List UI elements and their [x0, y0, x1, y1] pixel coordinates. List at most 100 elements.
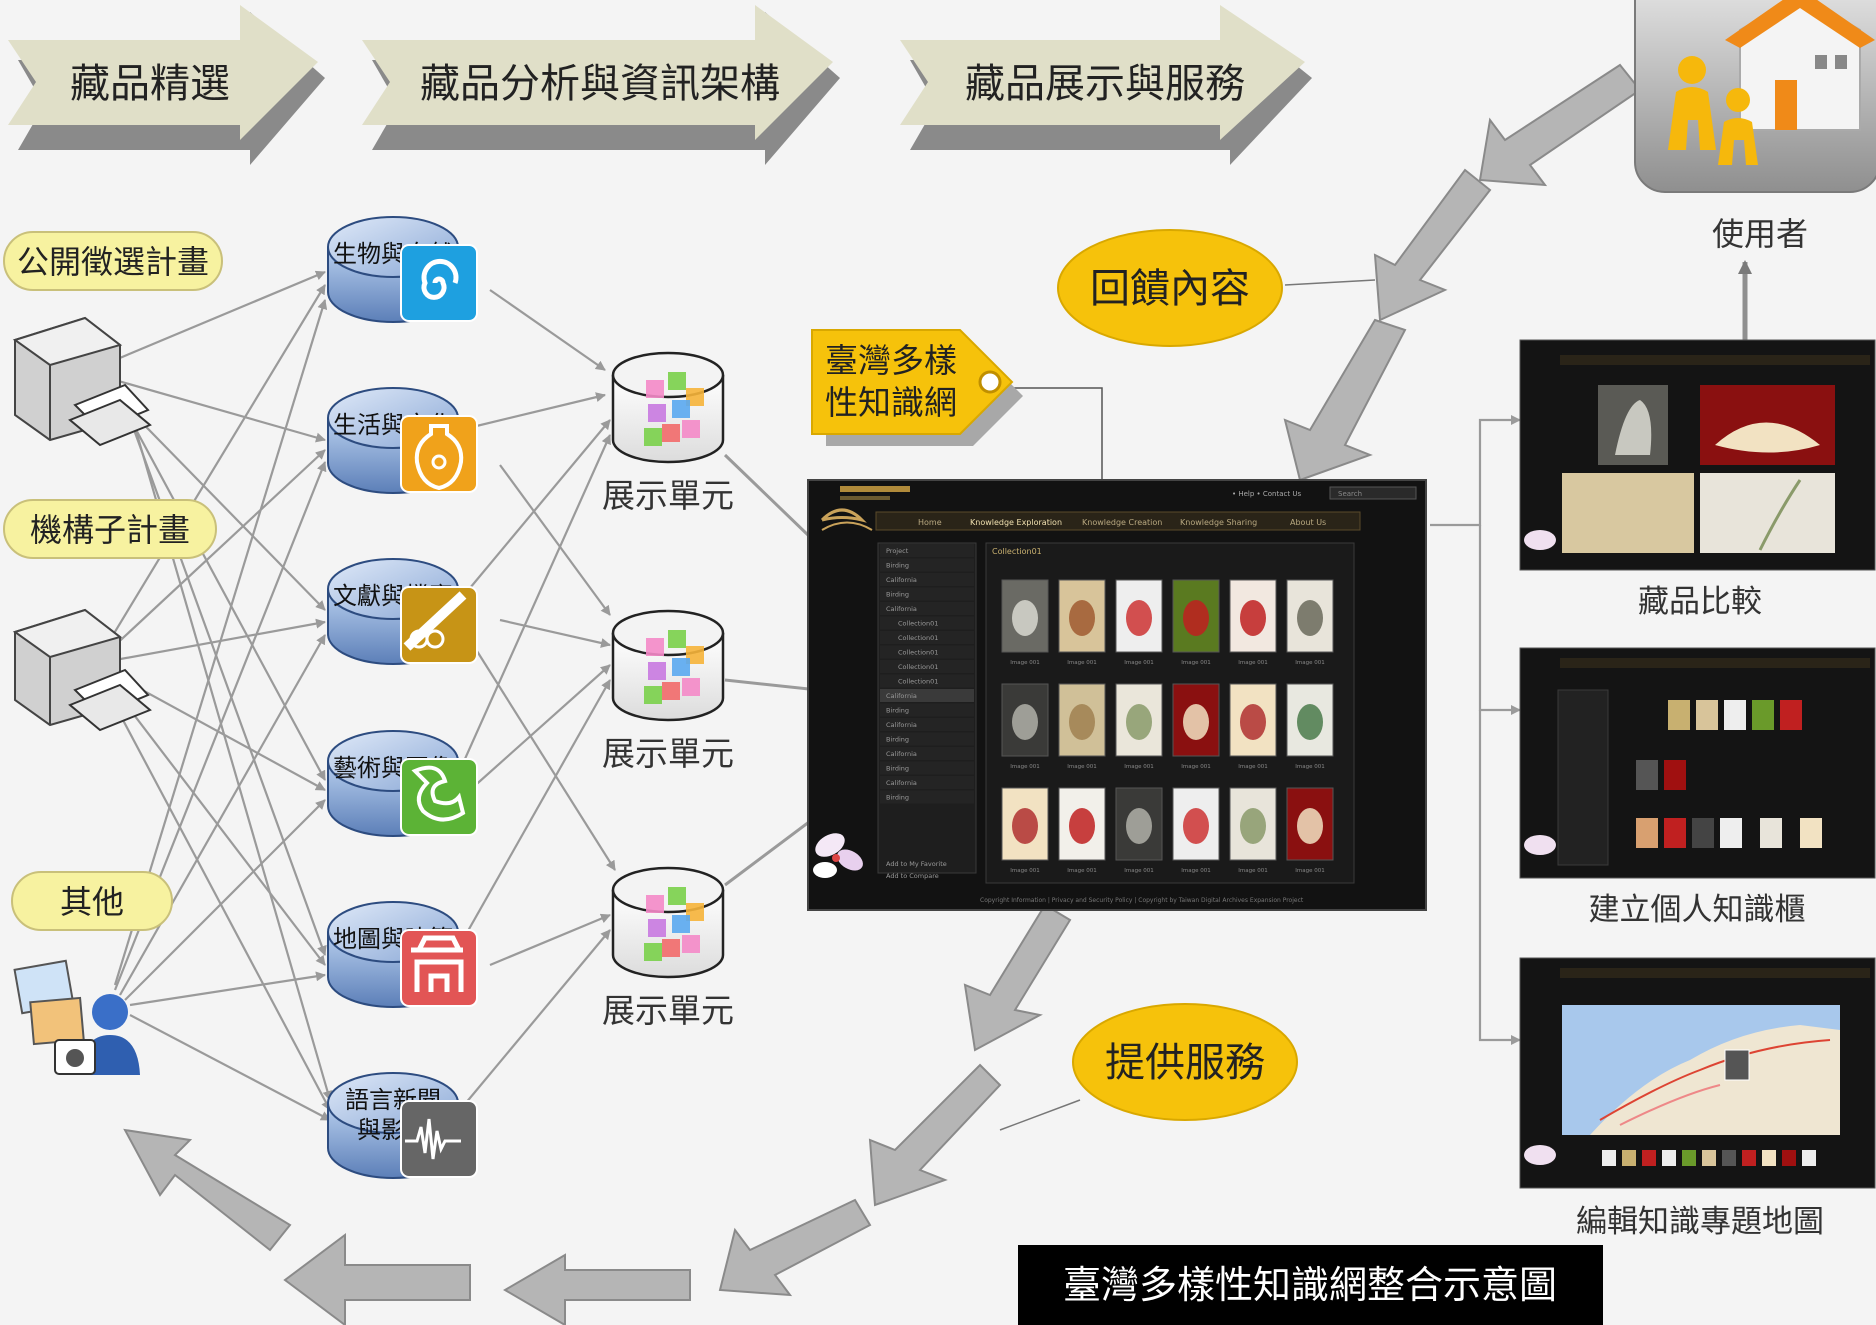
thumbnail-caption: Image 001 — [1010, 660, 1039, 666]
sidebar-item[interactable]: Birding — [886, 794, 909, 802]
dragon-icon — [400, 758, 478, 836]
service-label: 提供服務 — [1105, 1040, 1265, 1086]
thumbnail[interactable]: Image 001 — [1115, 579, 1163, 666]
output-label: 建立個人知識櫃 — [1589, 892, 1806, 928]
sidebar-item[interactable]: Collection01 — [898, 678, 938, 686]
thumbnail-caption: Image 001 — [1238, 660, 1267, 666]
sidebar-item[interactable]: California — [886, 721, 917, 729]
display-unit-2: 展示單元 — [602, 609, 734, 773]
blocks-icon — [644, 372, 704, 446]
sidebar-item[interactable]: Collection01 — [898, 634, 938, 642]
sidebar-item[interactable]: Birding — [886, 765, 909, 773]
sidebar-item[interactable]: California — [886, 576, 917, 584]
service-arrows — [123, 903, 1072, 1325]
phase-label: 藏品分析與資訊架構 — [420, 61, 780, 107]
nav-item[interactable]: Knowledge Exploration — [970, 518, 1062, 527]
thumbnail[interactable]: Image 001 — [1115, 787, 1163, 874]
thumbnail[interactable]: Image 001 — [1058, 787, 1106, 874]
thumbnail[interactable]: Image 001 — [1001, 579, 1049, 666]
source-other: 其他 — [11, 871, 173, 1075]
thumbnail[interactable]: Image 001 — [1229, 787, 1277, 874]
thumbnail[interactable]: Image 001 — [1286, 787, 1334, 874]
thumbnail-caption: Image 001 — [1067, 764, 1096, 770]
nav-item[interactable]: Home — [918, 518, 942, 527]
house-icon — [1725, 0, 1875, 131]
thumbnail-caption: Image 001 — [1010, 868, 1039, 874]
sidebar-action[interactable]: Add to My Favorite — [886, 860, 947, 868]
sidebar-item[interactable]: California — [886, 605, 917, 613]
source-public: 公開徵選計畫 — [3, 231, 223, 447]
feedback-label: 回饋內容 — [1090, 266, 1250, 312]
thumbnail[interactable]: Image 001 — [1058, 683, 1106, 770]
server-icon — [12, 316, 152, 447]
sidebar-item[interactable]: Project — [886, 547, 909, 555]
thumbnail[interactable]: Image 001 — [1229, 579, 1277, 666]
thumbnail-caption: Image 001 — [1295, 868, 1324, 874]
thumbnail[interactable]: Image 001 — [1001, 683, 1049, 770]
blocks-icon — [644, 887, 704, 961]
thumbnail[interactable]: Image 001 — [1172, 683, 1220, 770]
category-1: 生物與自然 — [327, 216, 478, 323]
sidebar-item[interactable]: California — [886, 779, 917, 787]
thumbnail-caption: Image 001 — [1181, 660, 1210, 666]
sidebar-item[interactable]: Collection01 — [898, 620, 938, 628]
server-icon — [12, 608, 152, 732]
thumbnail[interactable]: Image 001 — [1001, 787, 1049, 874]
sidebar-item[interactable]: Collection01 — [898, 649, 938, 657]
thumbnail-caption: Image 001 — [1181, 764, 1210, 770]
thumbnail-caption: Image 001 — [1295, 660, 1324, 666]
phase-arrow-3: 藏品展示與服務 — [900, 5, 1312, 165]
sidebar-item[interactable]: Birding — [886, 591, 909, 599]
thumbnail-caption: Image 001 — [1238, 764, 1267, 770]
thumbnail[interactable]: Image 001 — [1286, 683, 1334, 770]
unit-label: 展示單元 — [602, 991, 734, 1030]
nav-item[interactable]: Knowledge Creation — [1082, 518, 1162, 527]
waveform-icon — [400, 1100, 478, 1178]
phase-arrow-1: 藏品精選 — [8, 5, 325, 165]
thumbnail[interactable]: Image 001 — [1172, 787, 1220, 874]
user-node — [1634, 0, 1876, 193]
user-label: 使用者 — [1712, 215, 1808, 253]
category-3: 文獻與檔案 — [327, 558, 478, 665]
sidebar-item[interactable]: Birding — [886, 707, 909, 715]
sidebar-item[interactable]: Collection01 — [898, 663, 938, 671]
thumbnail[interactable]: Image 001 — [1115, 683, 1163, 770]
phase-arrow-2: 藏品分析與資訊架構 — [362, 5, 840, 165]
output-personal-cabinet — [1519, 647, 1876, 879]
sidebar-item[interactable]: California — [886, 692, 917, 700]
thumbnail[interactable]: Image 001 — [1286, 579, 1334, 666]
spiral-icon — [400, 244, 478, 322]
output-thematic-map — [1519, 957, 1876, 1189]
tag-line-1: 臺灣多樣 — [825, 341, 957, 380]
sidebar-item[interactable]: Birding — [886, 562, 909, 570]
category-2: 生活與文化 — [327, 387, 478, 494]
collection-title: Collection01 — [992, 547, 1042, 556]
category-4: 藝術與圖像 — [327, 730, 478, 837]
orchid-decoration — [813, 833, 863, 878]
feedback-bubble: 回饋內容 — [1057, 229, 1283, 347]
thumbnail[interactable]: Image 001 — [1058, 579, 1106, 666]
nav-item[interactable]: Knowledge Sharing — [1180, 518, 1257, 527]
thumbnail-caption: Image 001 — [1295, 764, 1324, 770]
thumbnail-caption: Image 001 — [1124, 868, 1153, 874]
photo-user-icon — [13, 959, 140, 1075]
vase-icon — [400, 415, 478, 493]
source-institution: 機構子計畫 — [3, 499, 217, 732]
nav-item[interactable]: About Us — [1290, 518, 1326, 527]
thumbnail[interactable]: Image 001 — [1172, 579, 1220, 666]
sidebar-item[interactable]: Birding — [886, 736, 909, 744]
output-compare — [1519, 339, 1876, 571]
thumbnail-caption: Image 001 — [1124, 764, 1153, 770]
sidebar-item[interactable]: California — [886, 750, 917, 758]
feedback-arrows — [1283, 63, 1642, 482]
sidebar-action[interactable]: Add to Compare — [886, 872, 939, 880]
unit-label: 展示單元 — [602, 476, 734, 515]
connectors — [109, 260, 1752, 1131]
blocks-icon — [644, 630, 704, 704]
thumbnail[interactable]: Image 001 — [1229, 683, 1277, 770]
source-label: 公開徵選計畫 — [17, 243, 209, 281]
family-icon — [1668, 56, 1758, 165]
